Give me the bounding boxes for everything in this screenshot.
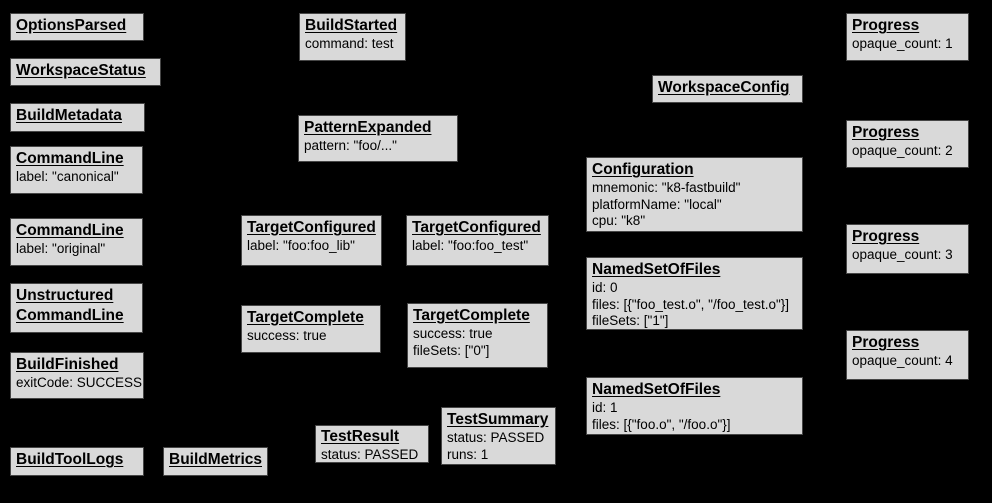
node-target-complete-foo-test: TargetComplete success: true fileSets: [… bbox=[407, 303, 548, 368]
node-field: pattern: "foo/..." bbox=[304, 138, 397, 153]
node-field: files: [{"foo.o", "/foo.o"}] bbox=[592, 416, 731, 432]
node-named-set-of-files-0: NamedSetOfFiles id: 0 files: [{"foo_test… bbox=[586, 257, 803, 330]
node-field: opaque_count: 4 bbox=[852, 353, 953, 368]
node-field: success: true bbox=[413, 326, 493, 341]
node-field: opaque_count: 1 bbox=[852, 36, 953, 51]
node-build-metadata: BuildMetadata bbox=[10, 103, 145, 132]
node-field: files: [{"foo_test.o", "/foo_test.o"}] bbox=[592, 296, 790, 312]
node-title: NamedSetOfFiles bbox=[592, 261, 721, 278]
node-field: label: "original" bbox=[16, 241, 106, 256]
node-command-line-original: CommandLine label: "original" bbox=[10, 218, 143, 266]
node-title: TestResult bbox=[321, 428, 400, 445]
node-options-parsed: OptionsParsed bbox=[10, 13, 144, 41]
node-title: Configuration bbox=[592, 161, 694, 178]
node-field: opaque_count: 3 bbox=[852, 247, 953, 262]
node-field: label: "canonical" bbox=[16, 169, 119, 184]
node-title: PatternExpanded bbox=[304, 119, 432, 136]
node-workspace-config: WorkspaceConfig bbox=[652, 75, 803, 103]
node-title: Progress bbox=[852, 124, 920, 141]
node-title: OptionsParsed bbox=[16, 17, 127, 34]
node-test-summary: TestSummary status: PASSED runs: 1 bbox=[441, 407, 556, 465]
node-test-result: TestResult status: PASSED bbox=[315, 425, 429, 463]
node-field: fileSets: ["1"] bbox=[592, 313, 669, 328]
node-progress-3: Progress opaque_count: 3 bbox=[846, 224, 969, 274]
node-title: TargetComplete bbox=[413, 307, 530, 324]
node-field: command: test bbox=[305, 36, 394, 51]
node-target-complete-foo-lib: TargetComplete success: true bbox=[241, 305, 381, 353]
node-title: BuildToolLogs bbox=[16, 451, 124, 468]
node-title: TargetConfigured bbox=[247, 219, 376, 236]
node-title: Progress bbox=[852, 334, 920, 351]
node-field: platformName: "local" bbox=[592, 196, 722, 212]
node-field: opaque_count: 2 bbox=[852, 143, 953, 158]
node-title-line-1: Unstructured bbox=[16, 287, 114, 304]
node-title: CommandLine bbox=[16, 150, 124, 167]
node-field: id: 1 bbox=[592, 400, 618, 415]
node-progress-4: Progress opaque_count: 4 bbox=[846, 330, 969, 380]
node-progress-2: Progress opaque_count: 2 bbox=[846, 120, 969, 168]
node-field: success: true bbox=[247, 328, 327, 343]
node-field: id: 0 bbox=[592, 280, 618, 295]
node-configuration: Configuration mnemonic: "k8-fastbuild" p… bbox=[586, 157, 803, 232]
node-title: Progress bbox=[852, 228, 920, 245]
node-field: cpu: "k8" bbox=[592, 213, 646, 228]
node-pattern-expanded: PatternExpanded pattern: "foo/..." bbox=[298, 115, 458, 162]
node-build-metrics: BuildMetrics bbox=[163, 447, 268, 476]
node-title: TestSummary bbox=[447, 411, 549, 428]
node-title: Progress bbox=[852, 17, 920, 34]
node-title: CommandLine bbox=[16, 222, 124, 239]
node-title: NamedSetOfFiles bbox=[592, 381, 721, 398]
node-command-line-canonical: CommandLine label: "canonical" bbox=[10, 146, 143, 194]
node-title: BuildMetadata bbox=[16, 107, 122, 124]
node-title: WorkspaceConfig bbox=[658, 79, 790, 96]
node-title: TargetConfigured bbox=[412, 219, 541, 236]
node-field: label: "foo:foo_test" bbox=[412, 238, 529, 253]
node-field: status: PASSED bbox=[321, 447, 419, 462]
node-target-configured-foo-test: TargetConfigured label: "foo:foo_test" bbox=[406, 215, 549, 266]
node-build-tool-logs: BuildToolLogs bbox=[10, 447, 144, 476]
node-progress-1: Progress opaque_count: 1 bbox=[846, 13, 969, 61]
node-workspace-status: WorkspaceStatus bbox=[10, 58, 161, 86]
node-field: exitCode: SUCCESS bbox=[16, 375, 143, 390]
node-build-started: BuildStarted command: test bbox=[299, 13, 406, 61]
node-field: label: "foo:foo_lib" bbox=[247, 238, 355, 253]
node-field: status: PASSED bbox=[447, 430, 545, 445]
node-title: BuildFinished bbox=[16, 356, 119, 373]
node-target-configured-foo-lib: TargetConfigured label: "foo:foo_lib" bbox=[241, 215, 382, 266]
node-title: WorkspaceStatus bbox=[16, 62, 146, 79]
node-title: TargetComplete bbox=[247, 309, 364, 326]
node-field: fileSets: ["0"] bbox=[413, 342, 490, 358]
node-title-line-2: CommandLine bbox=[16, 307, 124, 324]
node-build-finished: BuildFinished exitCode: SUCCESS bbox=[10, 352, 144, 399]
node-field: mnemonic: "k8-fastbuild" bbox=[592, 180, 741, 195]
node-title: BuildMetrics bbox=[169, 451, 263, 468]
node-named-set-of-files-1: NamedSetOfFiles id: 1 files: [{"foo.o", … bbox=[586, 377, 803, 435]
node-title: BuildStarted bbox=[305, 17, 398, 34]
node-field: runs: 1 bbox=[447, 446, 489, 462]
node-unstructured-command-line: Unstructured CommandLine bbox=[10, 283, 143, 333]
